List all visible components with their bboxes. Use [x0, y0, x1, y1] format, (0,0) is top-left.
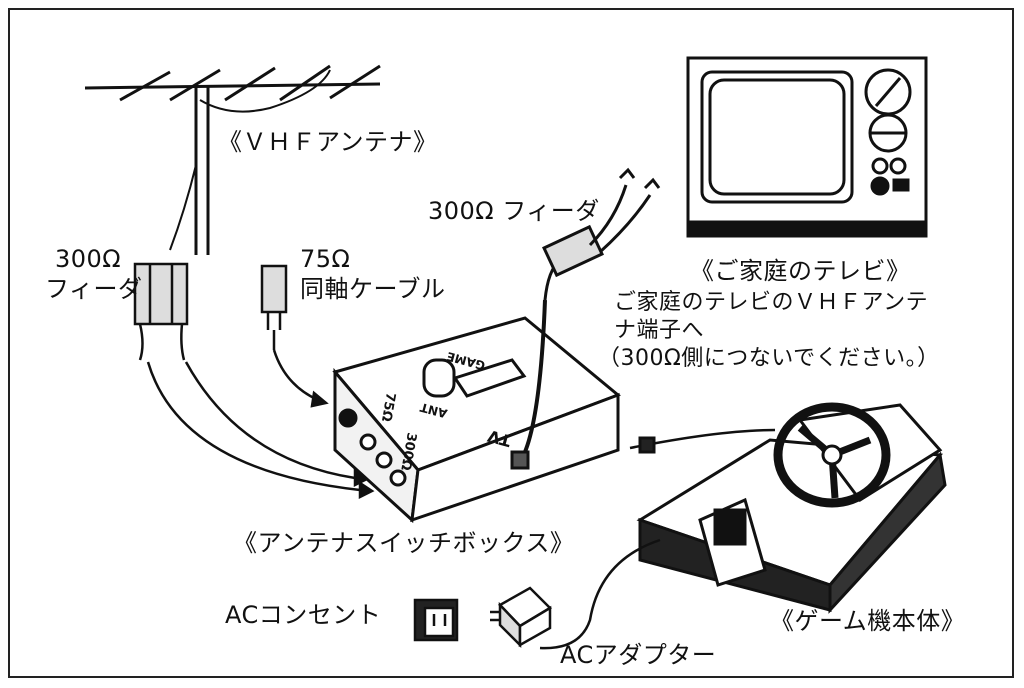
label-ac-adapter: ACアダプター: [560, 641, 717, 669]
ac-outlet-illustration: [413, 598, 459, 642]
label-coax-75-bottom: 同軸ケーブル: [300, 275, 446, 303]
label-vhf-antenna: 《ＶＨＦアンテナ》: [218, 128, 438, 156]
instruction-line-3: （300Ω側につないでください。）: [598, 346, 940, 371]
label-home-tv: 《ご家庭のテレビ》: [690, 257, 911, 285]
label-feeder-300-bottom: フィーダ: [45, 275, 143, 303]
label-coax-75-top: 75Ω: [300, 245, 351, 273]
label-switch-box: 《アンテナスイッチボックス》: [233, 529, 575, 557]
coax-75-illustration: [260, 264, 288, 350]
feeder-connection-arrows: [146, 349, 375, 500]
box-marking-75ohm: 75Ω: [378, 391, 398, 422]
diagram-frame: [8, 8, 1014, 678]
instruction-line-1: ご家庭のテレビのＶＨＦアンテ: [614, 290, 929, 315]
tv-feeder-cable: [542, 167, 661, 301]
label-feeder-300-top: 300Ω: [55, 245, 122, 273]
antenna-switch-box-illustration: [332, 299, 621, 524]
label-tv-feeder: 300Ω フィーダ: [428, 197, 600, 225]
game-console-illustration: [539, 402, 947, 650]
vhf-antenna-illustration: [84, 64, 381, 255]
label-game-unit: 《ゲーム機本体》: [770, 607, 966, 635]
home-tv-illustration: [686, 56, 928, 238]
label-ac-outlet: ACコンセント: [225, 601, 382, 629]
feeder-300-illustration: [133, 262, 189, 361]
box-marking-300ohm: 300Ω: [397, 431, 418, 471]
instruction-line-2: ナ端子へ: [614, 318, 705, 343]
ac-adapter-illustration: [490, 586, 553, 649]
